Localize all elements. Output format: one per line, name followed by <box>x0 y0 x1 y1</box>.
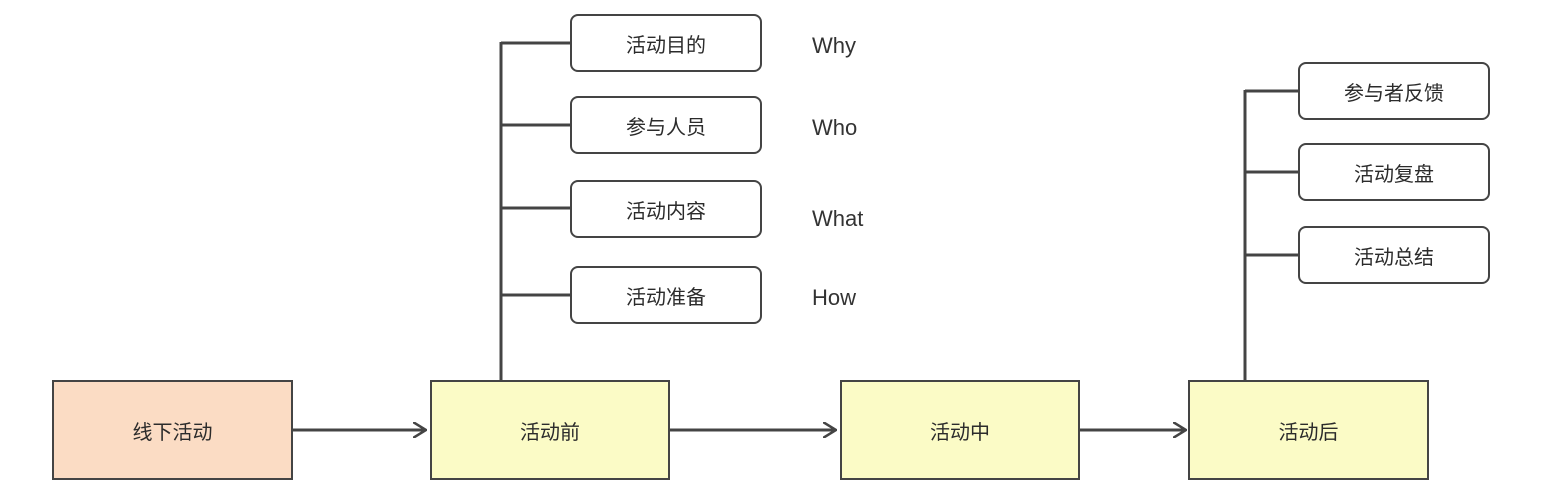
root-node: 线下活动 <box>52 380 293 480</box>
stage-after-node: 活动后 <box>1188 380 1429 480</box>
after-item-feedback: 参与者反馈 <box>1298 62 1490 120</box>
after-item-review: 活动复盘 <box>1298 143 1490 201</box>
stage-before-node: 活动前 <box>430 380 670 480</box>
note-who: Who <box>812 115 858 140</box>
after-item-summary: 活动总结 <box>1298 226 1490 284</box>
before-item-purpose: 活动目的 <box>570 14 762 72</box>
note-why: Why <box>812 33 856 58</box>
note-what: What <box>812 206 864 231</box>
before-item-participants: 参与人员 <box>570 96 762 154</box>
before-item-preparation: 活动准备 <box>570 266 762 324</box>
stage-during-node: 活动中 <box>840 380 1080 480</box>
before-item-content: 活动内容 <box>570 180 762 238</box>
note-how: How <box>812 285 857 310</box>
